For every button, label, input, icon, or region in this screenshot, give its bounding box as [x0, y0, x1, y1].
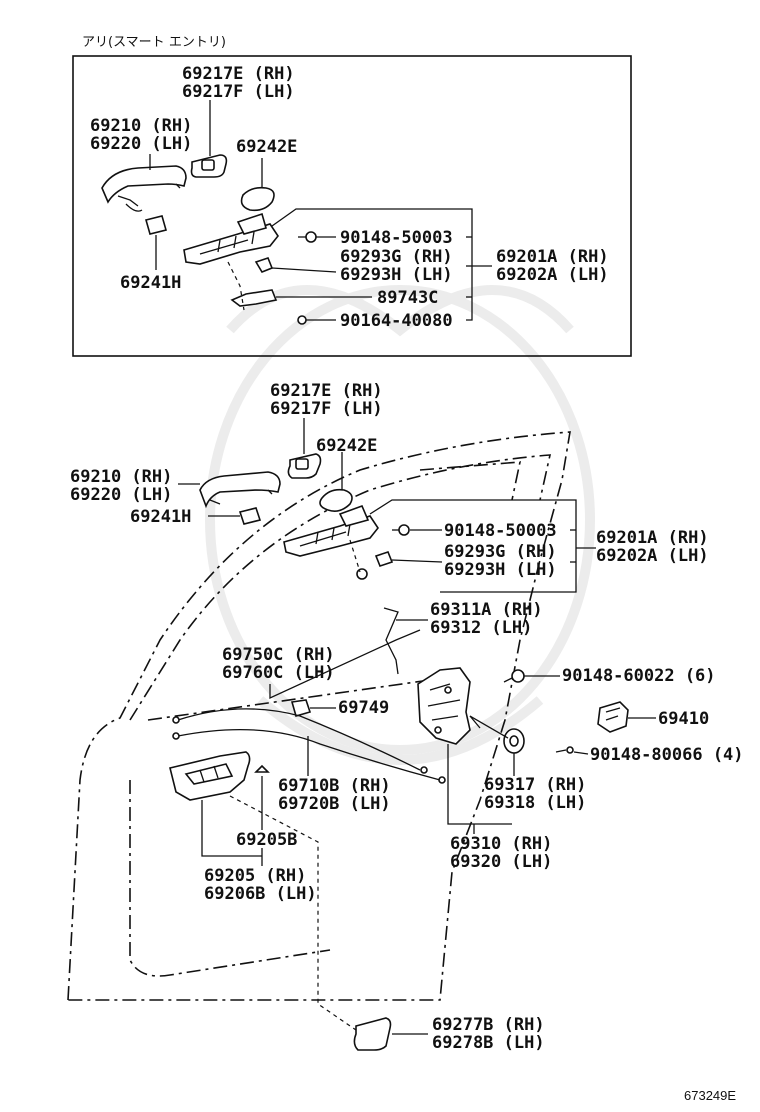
label-clamp: 69749 — [338, 698, 389, 718]
label-cap-rh: 69293G (RH) — [444, 542, 557, 562]
label-screw-lock: 90148-60022 (6) — [562, 666, 716, 686]
label-grommet-rh: 69317 (RH) — [484, 775, 586, 795]
label-grommet-lh: 69318 (LH) — [484, 793, 586, 813]
label-inset-cap-lh: 69293H (LH) — [340, 265, 453, 285]
main-striker — [597, 701, 629, 733]
label-cable-b-rh: 69710B (RH) — [278, 776, 391, 796]
inset-frame — [72, 55, 632, 357]
main-inner-handle — [169, 751, 251, 801]
inset-screw — [297, 315, 307, 325]
main-leaders — [178, 418, 656, 1035]
inset-bolt — [298, 231, 317, 243]
label-inset-handle-rh: 69210 (RH) — [90, 116, 192, 136]
main-labels: 69217E (RH) 69217F (LH) 69242E 69210 (RH… — [70, 381, 744, 1053]
label-inner-handle-rh: 69205 (RH) — [204, 866, 306, 886]
inset-handle — [101, 165, 187, 212]
label-clip: 69241H — [130, 507, 191, 527]
label-inset-handle-cover-rh: 69217E (RH) — [182, 64, 295, 84]
main-lock — [417, 667, 471, 745]
main-grommet — [503, 728, 525, 754]
main-pad — [319, 488, 353, 512]
label-inner-handle-lh: 69206B (LH) — [204, 884, 317, 904]
label-support-rh: 69201A (RH) — [596, 528, 709, 548]
inset-cap — [254, 257, 274, 273]
label-screw-striker: 90148-80066 (4) — [590, 745, 744, 765]
label-cable-b-lh: 69720B (LH) — [278, 794, 391, 814]
label-bezel: 69205B — [236, 830, 297, 850]
caption-text: アリ(スマート エントリ) — [82, 35, 226, 50]
label-inset-bolt: 90148-50003 — [340, 228, 453, 248]
label-handle-lh: 69220 (LH) — [70, 485, 172, 505]
label-inset-handle-lh: 69220 (LH) — [90, 134, 192, 154]
label-inset-support-lh: 69202A (LH) — [496, 265, 609, 285]
label-inset-handle-cover-lh: 69217F (LH) — [182, 82, 295, 102]
door-outline — [67, 431, 571, 1001]
label-cable-a-lh: 69760C (LH) — [222, 663, 335, 683]
main-striker-screw — [555, 746, 574, 754]
inset-labels: 69217E (RH) 69217F (LH) 69210 (RH) 69220… — [90, 64, 609, 331]
label-inset-support-rh: 69201A (RH) — [496, 247, 609, 267]
label-pad: 69242E — [316, 436, 377, 456]
figure-id: 673249E — [684, 1088, 736, 1103]
label-inset-screw: 90164-40080 — [340, 311, 453, 331]
label-cover-rh: 69277B (RH) — [432, 1015, 545, 1035]
label-lock-rh: 69310 (RH) — [450, 834, 552, 854]
main-clip — [238, 507, 262, 525]
inset-leaders — [149, 100, 492, 321]
main-handle — [199, 471, 281, 509]
label-inset-cap-rh: 69293G (RH) — [340, 247, 453, 267]
inset-clip — [145, 215, 167, 235]
main-cables — [172, 708, 446, 784]
main-rod — [383, 607, 399, 675]
label-inset-pad: 69242E — [236, 137, 297, 157]
main-cap — [374, 551, 394, 567]
label-lock-lh: 69320 (LH) — [450, 852, 552, 872]
main-support — [283, 504, 379, 557]
label-rod-lh: 69312 (LH) — [430, 618, 532, 638]
label-handle-rh: 69210 (RH) — [70, 467, 172, 487]
label-cap-lh: 69293H (LH) — [444, 560, 557, 580]
main-lock-screw — [503, 669, 525, 683]
inset-pad — [240, 186, 275, 212]
inset-handle-cover — [190, 154, 228, 178]
main-clamp — [290, 699, 312, 717]
label-bolt: 90148-50003 — [444, 521, 557, 541]
inset-support — [183, 212, 279, 265]
main-cover — [353, 1017, 392, 1051]
label-cover-lh: 69278B (LH) — [432, 1033, 545, 1053]
label-rod-rh: 69311A (RH) — [430, 600, 543, 620]
main-bolt — [392, 524, 410, 536]
main-bezel-pin — [254, 764, 270, 800]
label-support-lh: 69202A (LH) — [596, 546, 709, 566]
label-striker: 69410 — [658, 709, 709, 729]
label-inset-clip: 69241H — [120, 273, 181, 293]
main-screw-lower — [356, 568, 368, 580]
label-cable-a-rh: 69750C (RH) — [222, 645, 335, 665]
label-handle-cover-lh: 69217F (LH) — [270, 399, 383, 419]
main-handle-cover — [287, 453, 322, 479]
label-inset-sensor: 89743C — [377, 288, 438, 308]
label-handle-cover-rh: 69217E (RH) — [270, 381, 383, 401]
